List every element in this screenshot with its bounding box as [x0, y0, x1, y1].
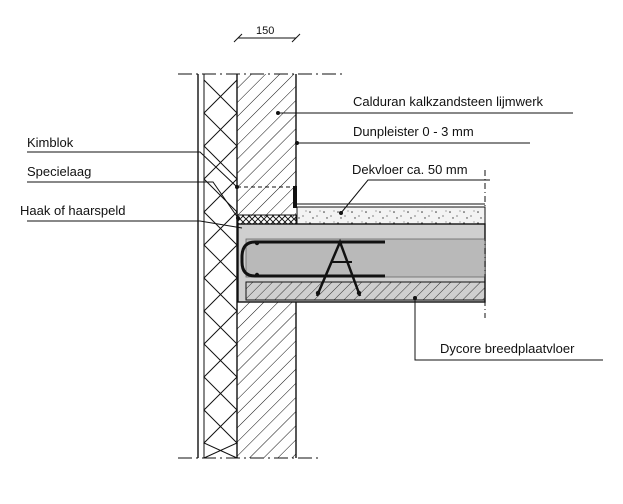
dimension-150 — [233, 33, 301, 43]
label-dycore: Dycore breedplaatvloer — [440, 341, 575, 356]
insulation-leaf — [197, 74, 238, 459]
dycore-slab — [237, 170, 486, 318]
label-haak: Haak of haarspeld — [20, 203, 126, 218]
leaders — [27, 112, 603, 361]
calduran-wall — [237, 74, 297, 458]
leader-dots — [235, 111, 417, 300]
label-calduran: Calduran kalkzandsteen lijmwerk — [353, 94, 544, 109]
screed-layer — [296, 203, 486, 225]
label-dekvloer: Dekvloer ca. 50 mm — [352, 162, 468, 177]
label-dunpleister: Dunpleister 0 - 3 mm — [353, 124, 474, 139]
label-kimblok: Kimblok — [27, 135, 74, 150]
dimension-text: 150 — [256, 25, 274, 37]
label-specielaag: Specielaag — [27, 164, 91, 179]
